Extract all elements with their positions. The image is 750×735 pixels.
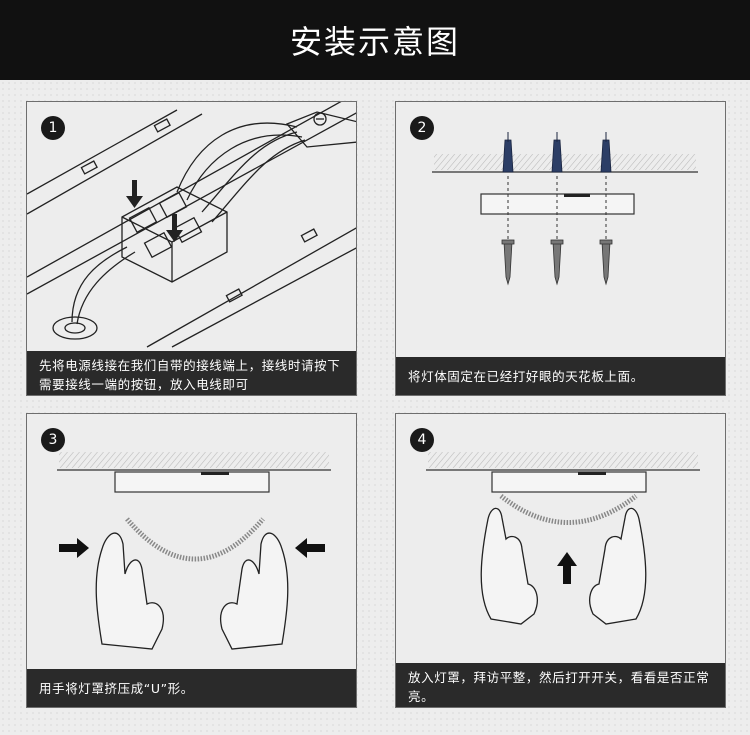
step-caption: 将灯体固定在已经打好眼的天花板上面。 [396, 357, 725, 395]
step-panel-4: 4 放入灯罩，拜访平整，然后打开开关，看看是否正常亮。 [395, 413, 726, 708]
step-caption: 放入灯罩，拜访平整，然后打开开关，看看是否正常亮。 [396, 663, 725, 707]
step-caption: 用手将灯罩挤压成“U”形。 [27, 669, 356, 707]
step-number-badge: 3 [41, 428, 65, 452]
step-panel-3: 3 用手将灯罩挤压成“U”形。 [26, 413, 357, 708]
squeeze-cover-illustration [57, 452, 331, 650]
mounting-illustration [432, 132, 698, 286]
wiring-illustration [27, 102, 356, 348]
insert-cover-illustration [426, 452, 700, 625]
step-number-badge: 4 [410, 428, 434, 452]
step-caption: 先将电源线接在我们自带的接线端上，接线时请按下需要接线一端的按钮，放入电线即可 [27, 351, 356, 395]
page-title: 安装示意图 [289, 23, 460, 61]
page-header: 安装示意图 [0, 0, 750, 80]
step-number-badge: 1 [41, 116, 65, 140]
step-panel-2: 2 将灯体固定在已经打好眼的天花板上面。 [395, 101, 726, 396]
step-panel-1: 1 先将电源线接在我们自带的接线端上，接线时请按下需要接线一端的按钮，放入电线即… [26, 101, 357, 396]
step-number-badge: 2 [410, 116, 434, 140]
